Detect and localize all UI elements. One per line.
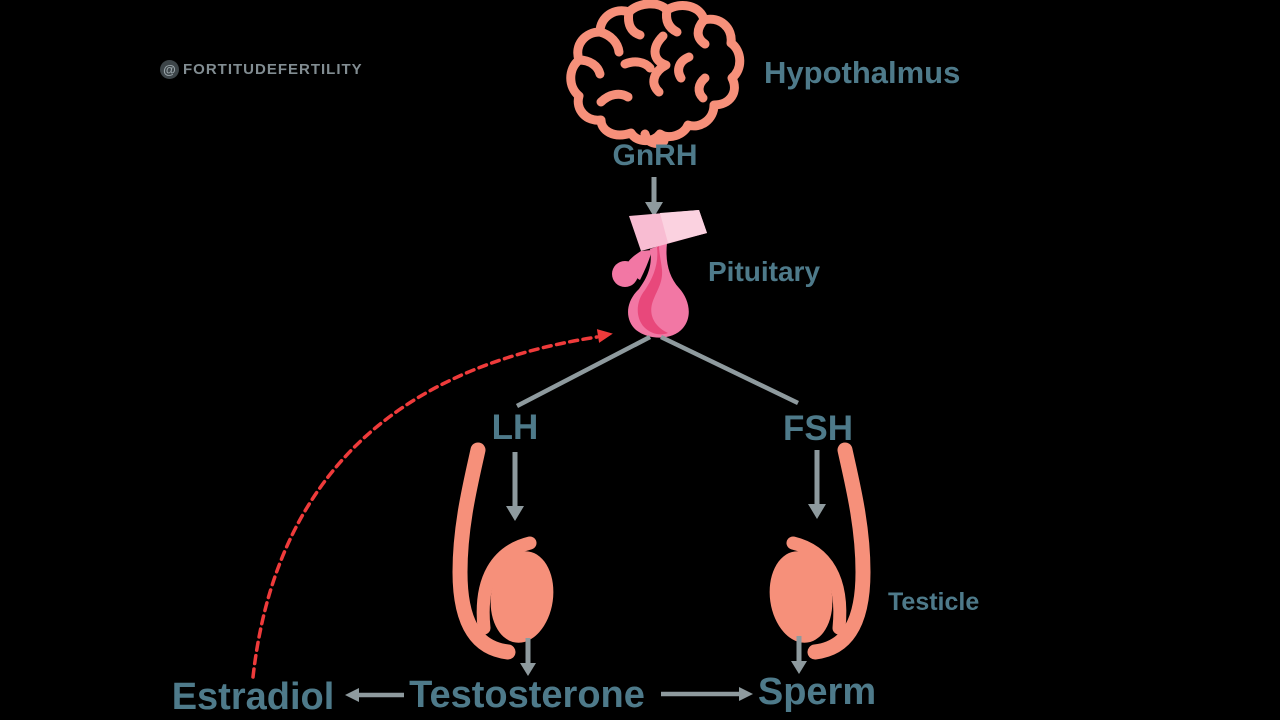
estradiol-feedback-arrow [251,329,613,679]
brain-gyrus [624,7,645,40]
brain-gyrus [649,31,671,97]
arrow-head [345,688,359,702]
fsh-label: FSH [783,409,853,448]
at-icon: @ [160,60,179,79]
arrow-head [520,663,536,676]
pituitary-to-fsh-line [660,334,799,406]
arrow-head [739,687,753,701]
brain-outline [566,0,745,146]
pituitary-top-highlight [660,210,707,243]
pituitary-label: Pituitary [708,256,821,287]
lh-to-testicle-arrow [506,452,524,521]
testosterone-to-sperm-arrow [661,687,753,701]
brain-gyrus [694,73,710,103]
testicle-label: Testicle [888,588,980,616]
brain-gyrus [574,55,605,79]
brain-gyrus [662,5,682,37]
lh-label: LH [491,408,539,447]
testicle-duct [452,442,516,660]
arrow-head [645,202,663,217]
feedback-curve [251,335,599,679]
pituitary-bulb-shade [637,246,668,335]
gnrh-to-pituitary-arrow [645,177,663,217]
testicle-left-icon [452,442,554,660]
watermark-handle: FORTITUDEFERTILITY [183,61,363,78]
testicle-right-icon [769,442,871,660]
arrow-head [506,506,524,521]
testosterone-to-estradiol-arrow [345,688,404,702]
testicle-to-testosterone-arrow [520,638,536,676]
arrow-head [808,504,826,519]
brain-icon [566,0,745,148]
gnrh-label: GnRH [612,139,698,172]
testosterone-label: Testosterone [409,674,645,716]
fsh-to-testicle-arrow [808,450,826,519]
pituitary-left-connector [624,250,652,280]
arrow-head [596,329,613,343]
sperm-label: Sperm [757,671,877,713]
epididymis-crescent [786,536,847,635]
testicle-duct [807,442,871,660]
watermark: @ FORTITUDEFERTILITY [160,60,363,79]
pituitary-to-lh-line [515,335,652,408]
testis-oval [490,551,554,643]
brain-gyrus [620,57,655,73]
hypothalamus-label: Hypothalmus [764,55,961,90]
brain-gyrus [674,52,694,83]
pituitary-icon [612,210,707,338]
arrow-head [791,661,807,674]
brain-gyrus [693,15,710,49]
epididymis-crescent [476,536,537,635]
estradiol-label: Estradiol [171,676,335,718]
brain-gyrus [595,27,624,57]
brain-gyrus [596,89,633,107]
testicle-to-sperm-arrow [791,636,807,674]
testis-oval [769,551,833,643]
brain-stem [640,129,669,148]
